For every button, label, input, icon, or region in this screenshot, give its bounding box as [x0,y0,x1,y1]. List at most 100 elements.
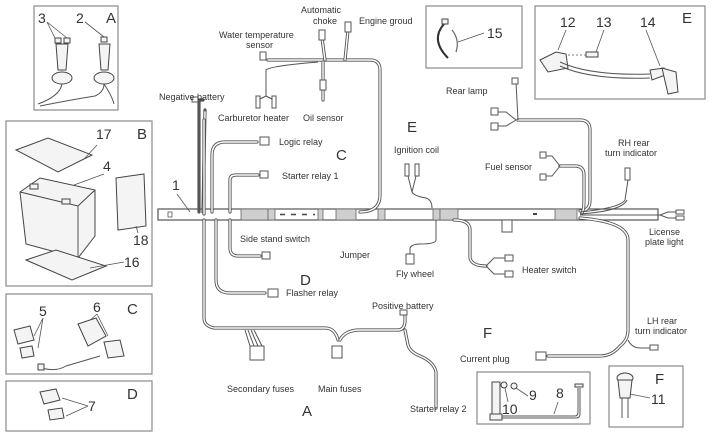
part-number-13: 13 [596,14,612,30]
inset-f1-frame [476,371,591,425]
part-number-10: 10 [502,401,518,417]
label-engine-ground: Engine groud [359,16,413,26]
zone-letter-d: D [300,272,311,289]
rear-lamp-connector [490,107,499,116]
label-jumper: Jumper [340,250,370,260]
label-starter-relay-2: Starter relay 2 [410,404,467,414]
automatic-choke-connector [318,29,326,41]
inset-d-frame [5,380,153,432]
label-water-temperature-2: sensor [246,40,273,50]
part-number-4: 4 [103,158,111,174]
part-number-11: 11 [651,391,666,407]
ignition-coil-connector [404,163,410,177]
part-number-6: 6 [93,299,101,315]
harness-labels: Automatic choke Engine groud Water tempe… [159,5,687,414]
label-rear-lamp: Rear lamp [446,86,488,96]
part-number-17: 17 [96,126,112,142]
rear-lamp-connector [511,77,519,85]
part-number-12: 12 [560,14,576,30]
part-number-5: 5 [39,303,47,319]
zone-letter-c: C [336,147,347,164]
inset-f2: F 11 [608,365,684,428]
ignition-coil-connector [414,163,420,177]
inset-c-frame [5,293,153,375]
secondary-fuses-connector [249,345,265,361]
inset-c-letter: C [127,301,138,318]
label-secondary-fuses: Secondary fuses [227,384,295,394]
inset-f2-letter: F [655,371,664,388]
label-automatic-choke: Automatic [301,5,342,15]
logic-relay-connector [259,136,270,146]
part-number-8: 8 [556,385,564,401]
license-plate-connector [675,209,685,215]
inset-e-frame [534,5,706,100]
inset-c: C 5 6 [5,293,153,375]
label-starter-relay-1: Starter relay 1 [282,171,339,181]
label-fly-wheel: Fly wheel [396,269,434,279]
main-fuses-connector [331,345,343,359]
fuel-sensor-connector [539,173,547,181]
heater-switch-connector [504,270,514,278]
label-positive-battery: Positive battery [372,301,434,311]
label-logic-relay: Logic relay [279,137,323,147]
label-flasher-relay: Flasher relay [286,288,339,298]
label-license-plate: License [649,227,680,237]
label-rh-rear-turn-2: turn indicator [605,148,657,158]
inset-e-letter: E [682,10,692,27]
clamp-icon [437,18,485,59]
license-plate-connector [675,215,685,221]
rear-lamp-connector [490,122,499,131]
inset-a: A 3 2 [33,5,119,111]
label-carburetor-heater: Carburetor heater [218,113,289,123]
label-oil-sensor: Oil sensor [303,113,344,123]
inset-b-frame [5,120,153,287]
relay-socket-icon [13,317,125,371]
label-negative-battery: Negative battery [159,92,225,102]
oil-sensor-connector [319,79,327,91]
starter-cable-icon [489,381,584,421]
socket-plug-icon [616,372,651,418]
rh-turn-connector [624,167,631,181]
heater-switch-connector [504,254,514,262]
label-main-fuses: Main fuses [318,384,362,394]
part-number-18: 18 [133,232,149,248]
inset-b: B 17 4 18 16 [5,120,153,287]
zone-letter-a: A [302,403,312,420]
carb-heater-connector [271,95,277,109]
inset-b-letter: B [137,126,147,143]
water-temp-connector [259,51,267,61]
part-number-16: 16 [124,254,140,270]
inset-d: D 7 [5,380,153,432]
ignition-lead-icon [539,29,679,95]
harness-branches [193,28,676,410]
positive-battery-terminal [399,309,408,316]
inset-a-frame [33,5,119,111]
zone-letter-e: E [407,119,417,136]
part-number-15: 15 [487,25,503,41]
bulb-socket-icon [37,36,115,107]
negative-battery-terminal [191,96,199,103]
current-plug-connector [535,351,547,361]
flasher-relay-connector [267,288,279,298]
starter-relay-1-connector [259,170,269,179]
label-rh-rear-turn: RH rear [618,138,650,148]
engine-ground-connector [344,21,352,33]
label-automatic-choke-2: choke [313,16,337,26]
inset-f1: 9 10 8 [476,371,591,425]
fly-wheel-connector [405,253,415,265]
inset-f2-frame [608,365,684,428]
label-lh-rear-turn-2: turn indicator [635,326,687,336]
part-number-3: 3 [38,10,46,26]
label-lh-rear-turn: LH rear [647,316,677,326]
side-stand-connector [261,251,271,260]
battery-icon [14,137,147,281]
fuel-sensor-connector [539,151,547,159]
label-ignition-coil: Ignition coil [394,145,439,155]
label-water-temperature: Water temperature [219,30,294,40]
label-heater-switch: Heater switch [522,265,577,275]
label-side-stand-switch: Side stand switch [240,234,310,244]
inset-15-frame [425,5,523,69]
label-fuel-sensor: Fuel sensor [485,162,532,172]
zone-letter-f: F [483,325,492,342]
part-number-7: 7 [88,398,96,414]
